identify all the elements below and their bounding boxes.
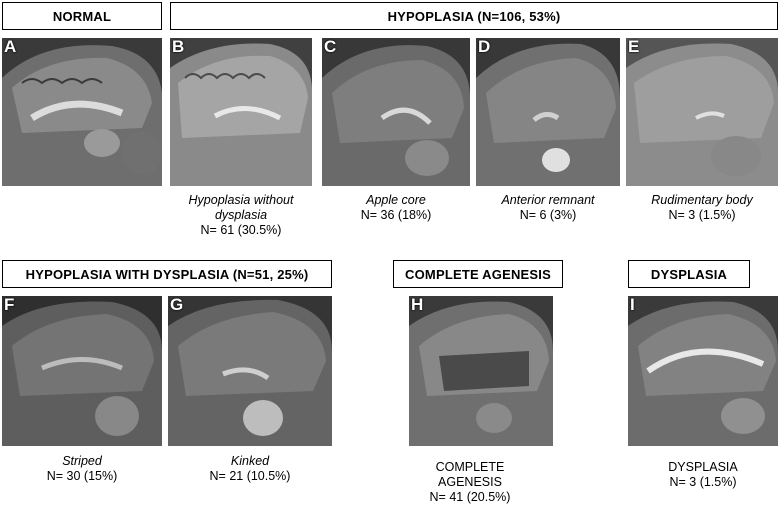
- caption-count: N= 6 (3%): [519, 208, 577, 222]
- caption-b: Hypoplasia without dysplasia N= 61 (30.5…: [170, 193, 312, 238]
- caption-title: DYSPLASIA: [668, 460, 738, 474]
- mri-panel-d: D: [476, 38, 620, 186]
- header-hypoplasia: HYPOPLASIA (N=106, 53%): [170, 2, 778, 30]
- panel-letter: A: [4, 38, 17, 56]
- mri-panel-b: B: [170, 38, 312, 186]
- panel-letter: D: [478, 38, 491, 56]
- brain-mri-image: [626, 38, 778, 186]
- panel-letter: E: [628, 38, 640, 56]
- panel-letter: H: [411, 296, 424, 314]
- mri-panel-e: E: [626, 38, 778, 186]
- brain-mri-image: [628, 296, 778, 446]
- brain-mri-image: [168, 296, 332, 446]
- caption-count: N= 41 (20.5%): [429, 490, 511, 504]
- caption-count: N= 21 (10.5%): [209, 469, 291, 483]
- mri-panel-c: C: [322, 38, 470, 186]
- mri-panel-f: F: [2, 296, 162, 446]
- brain-mri-image: [409, 296, 553, 446]
- header-complete-agenesis: COMPLETE AGENESIS: [393, 260, 563, 288]
- caption-e: Rudimentary body N= 3 (1.5%): [626, 193, 778, 223]
- caption-title: Striped: [62, 454, 102, 468]
- caption-i: DYSPLASIA N= 3 (1.5%): [628, 460, 778, 490]
- caption-title: Apple core: [366, 193, 426, 207]
- mri-panel-h: H: [409, 296, 553, 446]
- caption-title: Rudimentary body: [651, 193, 753, 207]
- caption-count: N= 61 (30.5%): [200, 223, 282, 237]
- brain-mri-image: [170, 38, 312, 186]
- caption-title: Anterior remnant: [501, 193, 595, 207]
- caption-count: N= 36 (18%): [360, 208, 432, 222]
- caption-count: N= 3 (1.5%): [668, 208, 736, 222]
- caption-title: Kinked: [230, 454, 270, 468]
- caption-title: COMPLETE AGENESIS: [435, 460, 505, 489]
- brain-mri-image: [322, 38, 470, 186]
- mri-panel-i: I: [628, 296, 778, 446]
- panel-letter: B: [172, 38, 185, 56]
- header-hypoplasia-with-dysplasia: HYPOPLASIA WITH DYSPLASIA (N=51, 25%): [2, 260, 332, 288]
- caption-d: Anterior remnant N= 6 (3%): [476, 193, 620, 223]
- panel-letter: C: [324, 38, 337, 56]
- caption-c: Apple core N= 36 (18%): [322, 193, 470, 223]
- panel-letter: F: [4, 296, 15, 314]
- brain-mri-image: [2, 38, 162, 186]
- caption-f: Striped N= 30 (15%): [2, 454, 162, 484]
- brain-mri-image: [476, 38, 620, 186]
- caption-count: N= 30 (15%): [46, 469, 118, 483]
- header-dysplasia: DYSPLASIA: [628, 260, 750, 288]
- header-normal: NORMAL: [2, 2, 162, 30]
- caption-title: Hypoplasia without dysplasia: [188, 193, 294, 222]
- mri-panel-a: A: [2, 38, 162, 186]
- brain-mri-image: [2, 296, 162, 446]
- panel-letter: I: [630, 296, 635, 314]
- caption-count: N= 3 (1.5%): [669, 475, 737, 489]
- caption-h: COMPLETE AGENESIS N= 41 (20.5%): [415, 460, 525, 505]
- caption-g: Kinked N= 21 (10.5%): [168, 454, 332, 484]
- panel-letter: G: [170, 296, 184, 314]
- mri-panel-g: G: [168, 296, 332, 446]
